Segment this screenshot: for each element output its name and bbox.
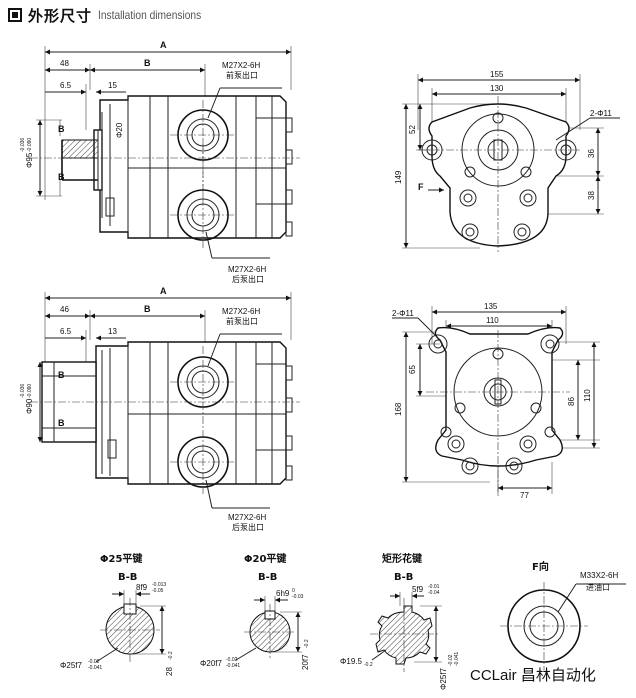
- flange1-dim-36: 36: [587, 149, 596, 158]
- pump2-dim-B: B: [144, 304, 151, 314]
- flange2-dim-77: 77: [520, 491, 529, 500]
- flange2-dim-135: 135: [484, 302, 498, 311]
- pump1-shaft-dia: Φ20: [115, 122, 124, 138]
- section-header: 外形尺寸 Installation dimensions: [8, 4, 219, 26]
- pump2-pilot-tol-top: -0.036: [20, 384, 26, 398]
- watermark: CCLair 昌林自动化: [470, 667, 596, 684]
- section3-key-tol-top: -0.01: [428, 584, 440, 590]
- pump1-port-front-label: 前泵出口: [226, 70, 258, 80]
- section1-height: 28: [165, 667, 174, 676]
- flange1-holes: 2-Φ11: [590, 109, 612, 118]
- flange1-dim-52: 52: [408, 125, 417, 134]
- section1-key-tol-bottom: -0.05: [152, 588, 164, 594]
- pump1-port-front-thread: M27X2-6H: [222, 61, 260, 70]
- flange1-end-view: [402, 74, 620, 252]
- section3-view: B-B: [394, 572, 413, 583]
- pump2-dim-A: A: [160, 286, 167, 296]
- pump1-dim-48: 48: [60, 59, 69, 68]
- section1-shaft-tol-top: -0.02: [88, 659, 100, 665]
- header-title-en: Installation dimensions: [98, 8, 202, 22]
- section1-view: B-B: [118, 572, 137, 583]
- header-square-icon: [8, 8, 22, 22]
- pump1-dim-A: A: [160, 40, 167, 50]
- section1-key-width: 8f9: [136, 583, 148, 592]
- pump1-port-rear-thread: M27X2-6H: [228, 265, 266, 274]
- pump1-port-rear-label: 后泵出口: [232, 274, 264, 284]
- flange1-dim-155: 155: [490, 70, 504, 79]
- pump2-pilot-tol-bottom: -0.090: [27, 384, 33, 398]
- pump1-side-view: [30, 46, 300, 259]
- section3-key-tol-bottom: -0.04: [428, 590, 440, 596]
- viewF-port-label: 进油口: [586, 582, 610, 592]
- section2-title: Φ20平键: [244, 552, 287, 565]
- section3-outer-dia: Φ25f7: [439, 667, 448, 690]
- section3-key-width: 5f9: [412, 585, 424, 594]
- pump2-port-rear-label: 后泵出口: [232, 522, 264, 532]
- pump2-pilot-dia: Φ90: [25, 398, 34, 414]
- section-flat-key-25: [95, 590, 166, 663]
- section2-shaft-tol-bottom: -0.041: [226, 663, 240, 669]
- section3-shaft-tol: -0.2: [364, 662, 373, 668]
- flange1-dim-130: 130: [490, 84, 504, 93]
- pump2-dim-46: 46: [60, 305, 69, 314]
- section-flat-key-20: [235, 596, 302, 661]
- section2-key-width: 6h9: [276, 589, 290, 598]
- viewF-title: F向: [532, 560, 549, 573]
- pump1-pilot-dia: Φ95: [25, 152, 34, 168]
- section2-key-tol-bottom: -0.03: [292, 594, 304, 600]
- pump1-pilot-tol-bottom: -0.090: [27, 138, 33, 152]
- flange2-dim-86: 86: [567, 397, 576, 406]
- pump1-dim-15: 15: [108, 81, 117, 90]
- pump2-side-view: [30, 292, 300, 509]
- flange1-dim-149: 149: [394, 170, 403, 184]
- section2-height: 20f7: [301, 654, 310, 670]
- section2-height-tol: -0.2: [304, 639, 310, 648]
- flange2-end-view: [392, 306, 600, 496]
- pump1-section-B-top: B: [58, 124, 65, 134]
- flange2-dim-168: 168: [394, 402, 403, 416]
- section1-height-tol: -0.2: [168, 651, 174, 660]
- flange2-holes: 2-Φ11: [392, 309, 414, 318]
- section1-key-tol-top: -0.013: [152, 582, 166, 588]
- pump2-dim-13: 13: [108, 327, 117, 336]
- flange1-dim-38: 38: [587, 191, 596, 200]
- section-rect-spline: [370, 592, 442, 672]
- section3-shaft: Φ19.5: [340, 657, 363, 666]
- section2-key-tol-top: 0: [292, 588, 295, 594]
- flange1-view-F: F: [418, 182, 424, 192]
- flange2-dim-65: 65: [408, 365, 417, 374]
- pump2-port-rear-thread: M27X2-6H: [228, 513, 266, 522]
- flange2-dim-110-v: 110: [583, 389, 592, 402]
- viewF-port-thread: M33X2-6H: [580, 571, 618, 580]
- pump2-port-front-thread: M27X2-6H: [222, 307, 260, 316]
- pump2-port-front-label: 前泵出口: [226, 316, 258, 326]
- section2-shaft-tol-top: -0.02: [226, 657, 238, 663]
- section1-shaft-tol-bottom: -0.041: [88, 665, 102, 671]
- section3-outer-tol-bottom: -0.041: [454, 652, 460, 666]
- section1-shaft: Φ25f7: [60, 661, 83, 670]
- pump2-section-B-top: B: [58, 370, 65, 380]
- pump2-section-B-bottom: B: [58, 418, 65, 428]
- header-title-zh: 外形尺寸: [28, 6, 93, 25]
- section3-title: 矩形花键: [382, 552, 423, 565]
- view-F-inlet: [500, 582, 626, 670]
- pump1-dim-6-5: 6.5: [60, 81, 72, 90]
- flange2-dim-110: 110: [486, 316, 499, 325]
- section1-title: Φ25平键: [100, 552, 143, 565]
- pump1-dim-B: B: [144, 58, 151, 68]
- pump2-dim-6-5: 6.5: [60, 327, 72, 336]
- pump1-pilot-tol-top: -0.036: [20, 138, 26, 152]
- section3-outer-tol-top: -0.02: [448, 654, 454, 666]
- section2-shaft: Φ20f7: [200, 659, 223, 668]
- section2-view: B-B: [258, 572, 277, 583]
- pump1-section-B-bottom: B: [58, 172, 65, 182]
